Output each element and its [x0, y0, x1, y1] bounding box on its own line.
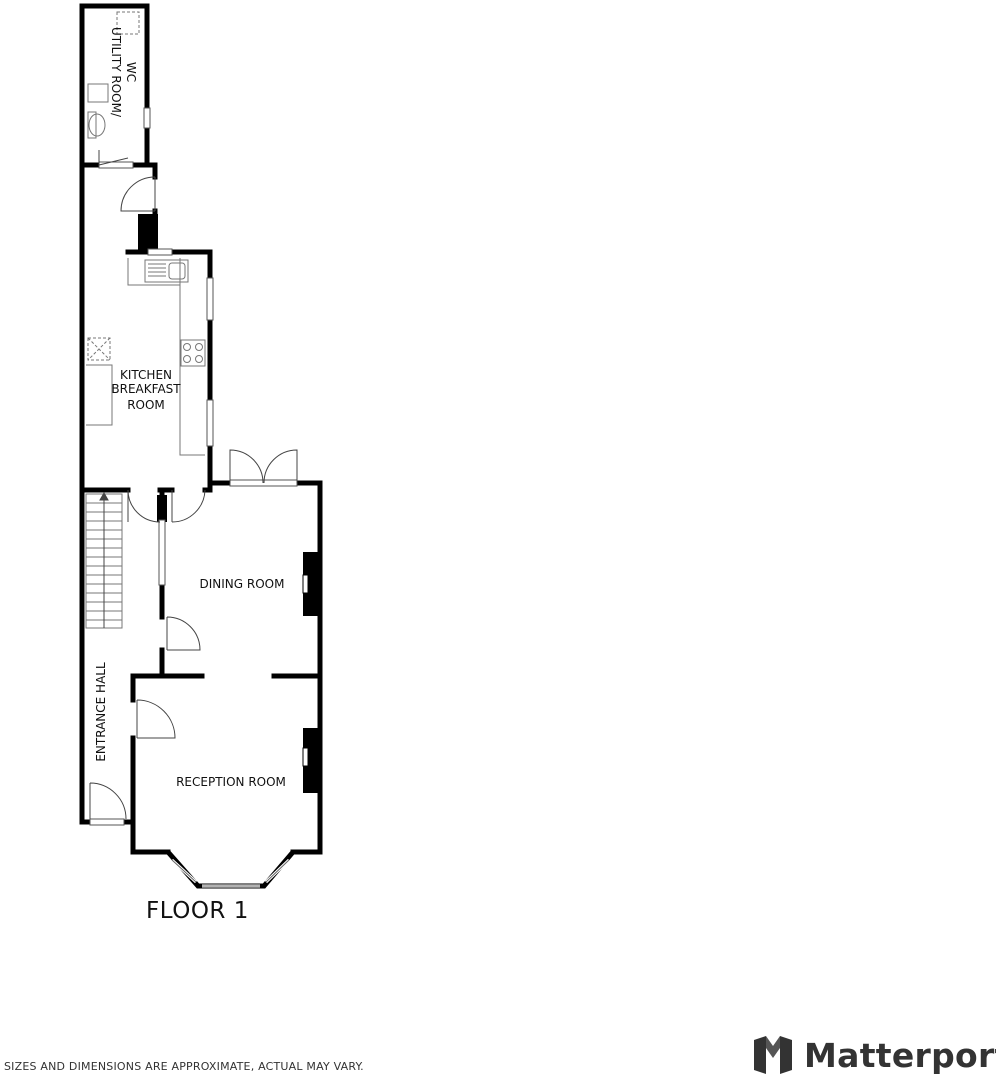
floor-title: FLOOR 1: [146, 898, 249, 924]
doors: [89, 150, 298, 820]
room-labels: UTILITY ROOM/ WC KITCHEN BREAKFAST ROOM …: [94, 27, 286, 789]
kitchen-label-line3: ROOM: [127, 398, 165, 412]
fixtures: [86, 11, 206, 456]
kitchen-label-line2: BREAKFAST: [111, 382, 181, 396]
wall-blocks: [138, 214, 320, 793]
matterport-logo-icon: [754, 1036, 792, 1074]
windows: [89, 107, 298, 826]
utility-room-label-line2: WC: [124, 62, 138, 82]
bay-window: [166, 850, 295, 889]
matterport-logo: Matterport: [752, 1034, 996, 1076]
fireplaces: [302, 574, 309, 767]
staircase: [85, 491, 123, 629]
brand-name: Matterport: [804, 1035, 996, 1075]
disclaimer-text: SIZES AND DIMENSIONS ARE APPROXIMATE, AC…: [4, 1060, 364, 1073]
dining-room-label: DINING ROOM: [200, 577, 285, 591]
kitchen-label-line1: KITCHEN: [120, 368, 172, 382]
entrance-hall-label: ENTRANCE HALL: [94, 662, 108, 762]
reception-room-label: RECEPTION ROOM: [176, 775, 286, 789]
walls: [79, 3, 323, 855]
utility-room-label-line1: UTILITY ROOM/: [109, 27, 123, 118]
